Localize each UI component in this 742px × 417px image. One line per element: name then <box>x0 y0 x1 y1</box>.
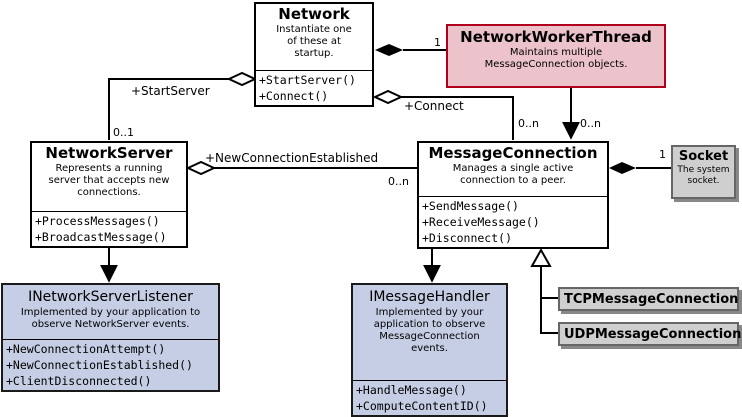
connect-link <box>401 96 514 140</box>
udp-message-connection-class: UDPMessageConnection <box>558 322 741 346</box>
aggregation-diamond-connect <box>372 89 404 105</box>
operation: +ComputeContentID() <box>356 399 488 413</box>
socket-description: The system socket. <box>677 165 730 186</box>
aggregation-diamond-startserver <box>226 71 258 87</box>
inetwork-server-listener-name: INetworkServerListener <box>28 289 193 305</box>
network-worker-thread-class: NetworkWorkerThread Maintains multiple M… <box>446 24 666 88</box>
start-server-link <box>108 78 229 140</box>
operation: +NewConnectionEstablished() <box>6 358 193 372</box>
operation: +SendMessage() <box>422 199 519 213</box>
imessage-handler-interface: IMessageHandler Implemented by your appl… <box>351 283 508 417</box>
inetwork-server-listener-operations: +NewConnectionAttempt() +NewConnectionEs… <box>3 339 218 390</box>
operation: +BroadcastMessage() <box>35 230 167 244</box>
operation: +HandleMessage() <box>356 383 467 397</box>
new-connection-established-label: +NewConnectionEstablished <box>205 151 379 165</box>
network-class-description: Instantiate one of these at startup. <box>276 24 352 59</box>
operation: +StartServer() <box>259 73 356 87</box>
message-connection-name: MessageConnection <box>428 144 598 162</box>
inetwork-server-listener-description: Implemented by your application to obser… <box>20 307 201 330</box>
operation: +ProcessMessages() <box>35 214 160 228</box>
operation: +Connect() <box>259 89 329 103</box>
network-server-description: Represents a running server that accepts… <box>48 163 170 198</box>
message-connection-operations: +SendMessage() +ReceiveMessage() +Discon… <box>419 196 607 247</box>
imessage-handler-description: Implemented by your application to obser… <box>373 307 486 354</box>
start-server-label: +StartServer <box>131 84 210 98</box>
tcp-message-connection-class: TCPMessageConnection <box>558 287 739 311</box>
imessage-handler-name: IMessageHandler <box>369 289 490 305</box>
socket-name: Socket <box>678 149 729 164</box>
inetwork-server-listener-interface: INetworkServerListener Implemented by yo… <box>1 283 220 392</box>
socket-class: Socket The system socket. <box>671 145 736 199</box>
operation: +ClientDisconnected() <box>6 374 152 388</box>
operation: +Disconnect() <box>422 231 513 245</box>
message-connection-description: Manages a single active connection to a … <box>452 163 574 186</box>
network-server-name: NetworkServer <box>45 144 173 162</box>
composition-diamond-network <box>375 44 403 56</box>
network-worker-thread-description: Maintains multiple MessageConnection obj… <box>484 47 628 70</box>
message-connection-class: MessageConnection Manages a single activ… <box>417 141 609 249</box>
multiplicity-connect-zero-n: 0..n <box>518 117 539 130</box>
network-operations: +StartServer() +Connect() <box>256 70 372 105</box>
composition-diamond-connection <box>609 162 636 174</box>
operation: +NewConnectionAttempt() <box>6 342 166 356</box>
network-worker-thread-name: NetworkWorkerThread <box>460 28 652 46</box>
connect-label: +Connect <box>404 99 464 113</box>
network-class-name: Network <box>278 5 350 23</box>
network-class: Network Instantiate one of these at star… <box>254 2 374 107</box>
multiplicity-server-zero-one: 0..1 <box>113 126 134 139</box>
network-server-operations: +ProcessMessages() +BroadcastMessage() <box>32 211 186 246</box>
imessage-handler-operations: +HandleMessage() +ComputeContentID() <box>353 380 506 415</box>
multiplicity-worker-zero-n: 0..n <box>580 117 601 130</box>
operation: +ReceiveMessage() <box>422 215 540 229</box>
multiplicity-worker-one: 1 <box>434 36 441 49</box>
generalization-triangle <box>530 247 552 267</box>
multiplicity-socket-one: 1 <box>659 148 666 161</box>
network-server-class: NetworkServer Represents a running serve… <box>30 141 188 248</box>
aggregation-diamond-server <box>185 160 217 176</box>
generalization-trunk <box>540 266 558 334</box>
multiplicity-server-connection-zero-n: 0..n <box>388 175 409 188</box>
